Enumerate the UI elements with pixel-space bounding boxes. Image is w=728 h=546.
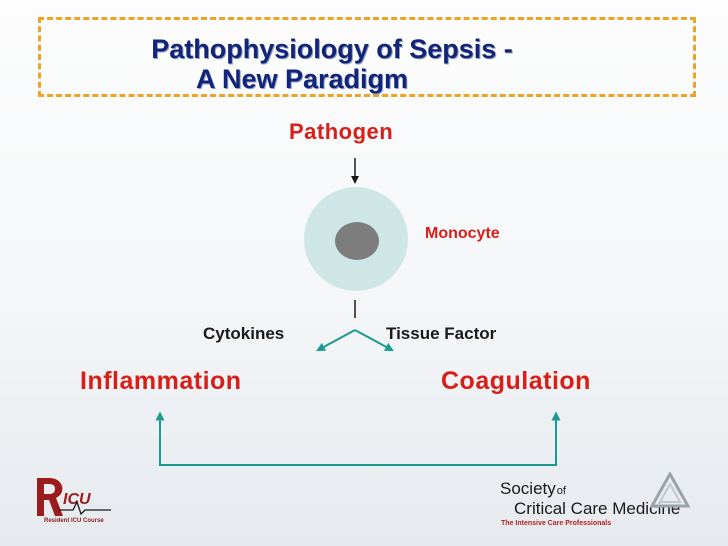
sccm-of-word: of bbox=[556, 485, 566, 497]
coagulation-label: Coagulation bbox=[441, 367, 591, 395]
sccm-triangle-icon bbox=[650, 472, 690, 508]
ricu-logo-subtitle: Resident ICU Course bbox=[44, 518, 104, 524]
sccm-society-word: Society bbox=[500, 479, 556, 498]
split-arrow-left bbox=[316, 329, 356, 352]
monocyte-nucleus bbox=[335, 222, 379, 260]
svg-text:ICU: ICU bbox=[63, 491, 91, 508]
cytokines-label: Cytokines bbox=[203, 324, 285, 343]
ricu-logo: ICU Resident ICU Course bbox=[33, 472, 123, 528]
title-line-2: A New Paradigm bbox=[195, 64, 409, 94]
sccm-society-text: Societyof bbox=[500, 479, 566, 499]
ricu-logo-mark: ICU bbox=[37, 478, 111, 516]
sccm-name-text: Critical Care Medicine bbox=[514, 499, 681, 518]
sccm-tagline: The Intensive Care Professionals bbox=[501, 520, 612, 527]
tissue-factor-label: Tissue Factor bbox=[386, 324, 497, 343]
pathogen-label: Pathogen bbox=[289, 119, 394, 144]
title-box: Pathophysiology of Sepsis - A New Paradi… bbox=[38, 17, 696, 97]
split-arrow-right bbox=[354, 329, 394, 352]
monocyte-label: Monocyte bbox=[425, 225, 500, 242]
title-line-1: Pathophysiology of Sepsis - bbox=[151, 34, 513, 64]
sccm-logo: Societyof Critical Care Medicine The Int… bbox=[498, 470, 694, 532]
slide-title: Pathophysiology of Sepsis - A New Paradi… bbox=[41, 34, 693, 94]
inflammation-label: Inflammation bbox=[80, 367, 242, 395]
